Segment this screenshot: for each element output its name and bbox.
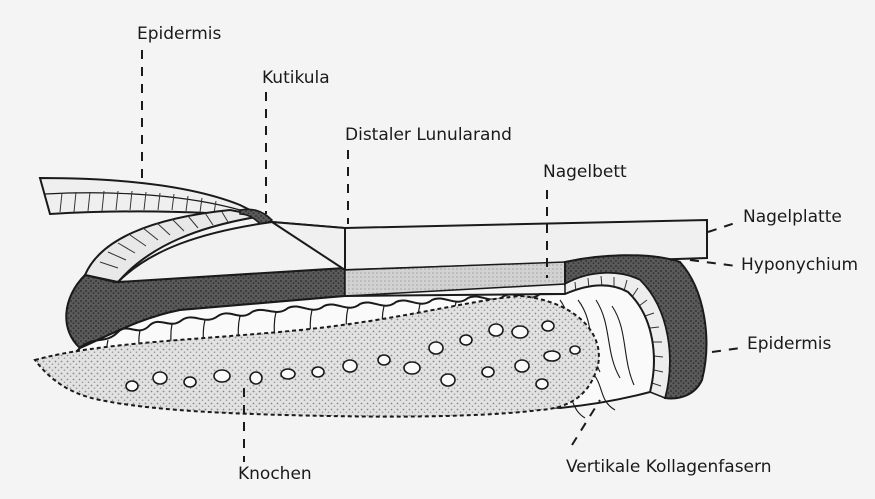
- label-vertikale-kollagenfasern: Vertikale Kollagenfasern: [566, 457, 771, 477]
- label-epidermis-right: Epidermis: [747, 334, 831, 354]
- label-distaler-lunularand: Distaler Lunularand: [345, 125, 512, 145]
- label-kutikula: Kutikula: [262, 68, 330, 88]
- label-nagelbett: Nagelbett: [543, 162, 627, 182]
- label-nagelplatte: Nagelplatte: [743, 207, 842, 227]
- label-hyponychium: Hyponychium: [741, 255, 858, 275]
- label-knochen: Knochen: [238, 464, 312, 484]
- label-epidermis-top: Epidermis: [137, 24, 221, 44]
